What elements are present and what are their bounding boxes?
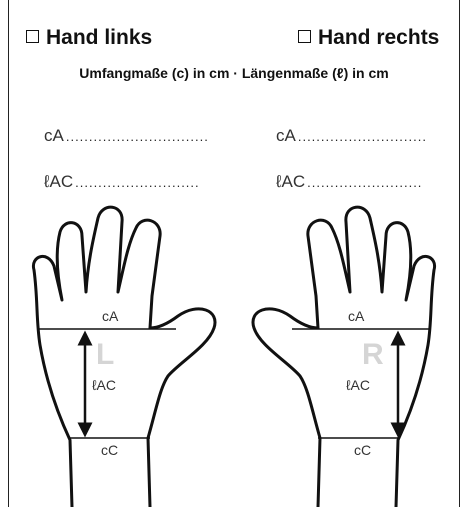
left-hand-outline xyxy=(33,207,215,507)
left-hand-drawing xyxy=(33,207,215,507)
right-hand-ca-label: cA xyxy=(348,308,364,324)
left-hand-ca-label: cA xyxy=(102,308,118,324)
right-side-letter: R xyxy=(362,338,384,372)
left-hand-cc-label: cC xyxy=(101,442,118,458)
right-hand-drawing xyxy=(253,207,435,507)
right-hand-outline xyxy=(253,207,435,507)
right-hand-pac-label: ℓAC xyxy=(346,377,370,393)
left-side-letter: L xyxy=(96,338,114,372)
left-hand-pac-label: ℓAC xyxy=(92,377,116,393)
right-hand-cc-label: cC xyxy=(354,442,371,458)
